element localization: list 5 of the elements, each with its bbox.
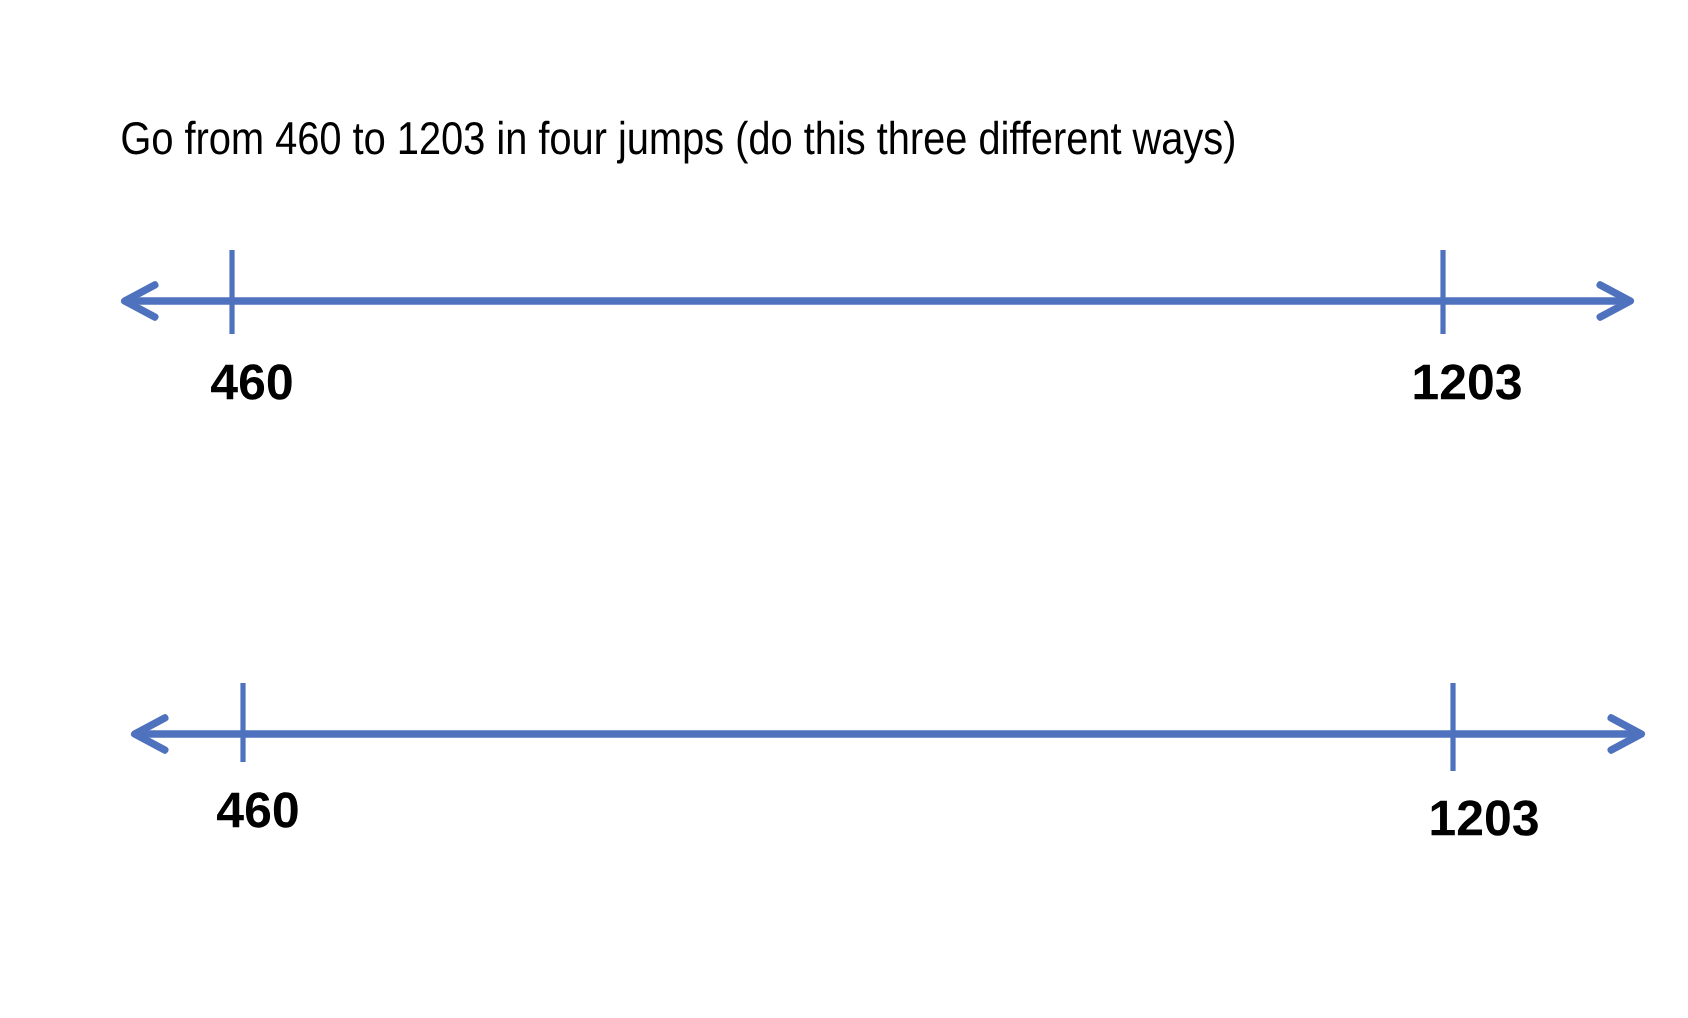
title: Go from 460 to 1203 in four jumps (do this three different ways) — [122, 120, 1234, 164]
number-label: 460 — [211, 364, 292, 400]
number-label: 1203 — [1431, 800, 1538, 836]
number-label: 460 — [217, 792, 298, 828]
number-label: 1203 — [1414, 364, 1521, 400]
